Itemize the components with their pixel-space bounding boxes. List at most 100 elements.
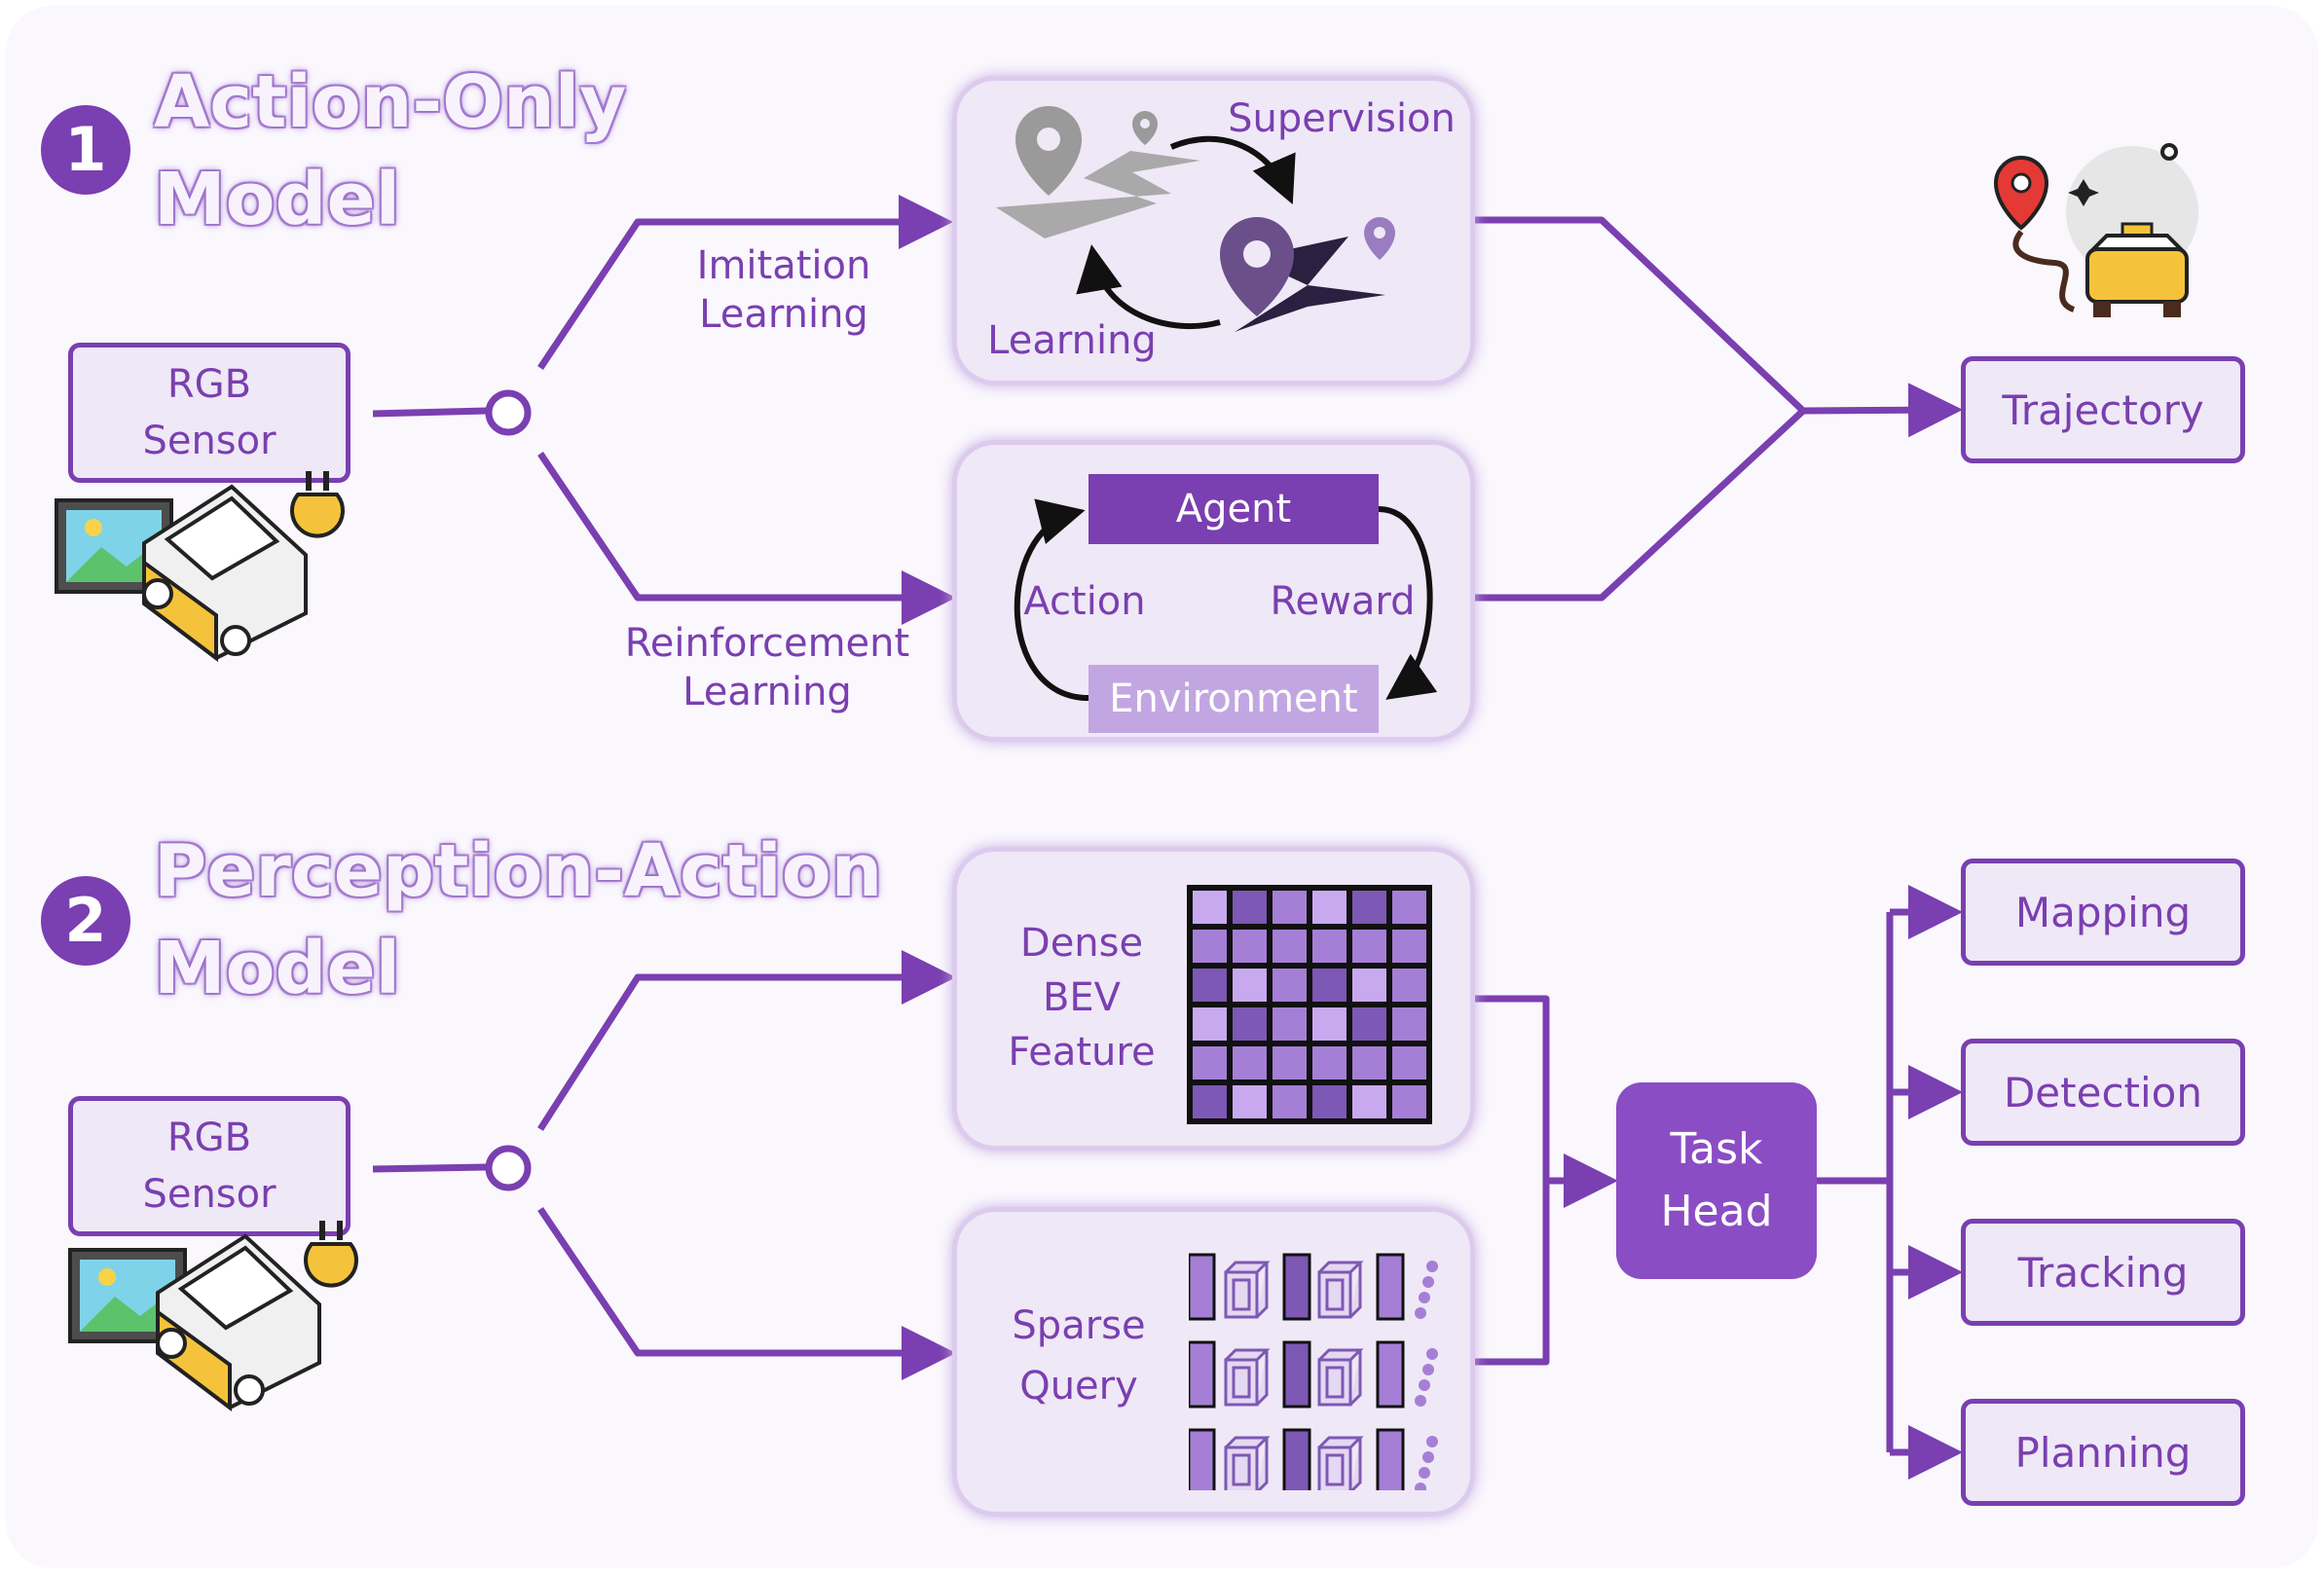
- dense-bev-label: Dense BEV Feature: [984, 916, 1179, 1080]
- rl-line1: Reinforcement: [624, 621, 910, 666]
- query-bar: [1189, 1340, 1216, 1409]
- bev-grid-cell: [1193, 891, 1227, 924]
- query-dot: [1426, 1348, 1438, 1360]
- supervision-label: Supervision: [1228, 96, 1456, 141]
- query-dot: [1415, 1395, 1426, 1407]
- bev-grid-cell: [1312, 1046, 1346, 1080]
- imitation-panel: Supervision Learning: [952, 76, 1475, 385]
- bev-grid-cell: [1392, 891, 1426, 924]
- query-dot: [1422, 1451, 1434, 1463]
- sensor1-line2: Sensor: [142, 419, 277, 463]
- bev-grid-cell: [1273, 1085, 1307, 1118]
- taxi-route-icon: [1993, 143, 2198, 317]
- query-bar: [1376, 1428, 1405, 1490]
- bev-grid-cell: [1392, 930, 1426, 963]
- bev-grid-cell: [1312, 1085, 1346, 1118]
- imitation-branch-line: [537, 195, 953, 370]
- sparse-branch-line: [537, 1207, 956, 1380]
- section2-number-badge: 2: [41, 876, 130, 966]
- task-line2: Head: [1660, 1187, 1773, 1236]
- query-blocks-icon: [1189, 1253, 1438, 1490]
- dense-line2: BEV: [1042, 975, 1122, 1020]
- sparse-query-label: Sparse Query: [986, 1296, 1171, 1416]
- query-bar: [1282, 1253, 1311, 1321]
- bev-grid-cell: [1233, 1046, 1267, 1080]
- bev-grid-cell: [1233, 1085, 1267, 1118]
- query-dot: [1426, 1436, 1438, 1447]
- bev-grid-cell: [1233, 1007, 1267, 1041]
- camera-car-icon-2: [68, 1221, 358, 1411]
- query-cube: [1224, 1348, 1271, 1407]
- section2-title: Perception-Action Model: [154, 824, 882, 1018]
- sparse-line2: Query: [1019, 1364, 1138, 1409]
- bev-grid-cell: [1273, 930, 1307, 963]
- section2-title-line1: Perception-Action: [154, 829, 883, 913]
- sensor2-line1: RGB: [166, 1116, 252, 1160]
- bev-grid-cell: [1233, 930, 1267, 963]
- split-node-2: [485, 1145, 532, 1191]
- task-line1: Task: [1670, 1124, 1763, 1175]
- map-pin-path-icon: [996, 106, 1395, 332]
- section1-title: Action-Only Model: [154, 55, 626, 249]
- bev-grid-cell: [1392, 969, 1426, 1002]
- action-label: Action: [1023, 579, 1146, 624]
- bev-grid-icon: [1187, 885, 1432, 1124]
- bev-grid-cell: [1312, 930, 1346, 963]
- imitation-line1: Imitation: [696, 243, 871, 288]
- query-dot: [1419, 1292, 1430, 1303]
- environment-box: Environment: [1088, 665, 1379, 733]
- section1-title-line1: Action-Only: [154, 60, 627, 144]
- bev-grid-cell: [1352, 1046, 1386, 1080]
- bev-grid-cell: [1193, 1007, 1227, 1041]
- sensor2-to-split-line: [372, 1163, 488, 1173]
- bev-grid-cell: [1273, 969, 1307, 1002]
- query-dot: [1422, 1276, 1434, 1288]
- query-dot: [1419, 1467, 1430, 1479]
- query-cube: [1317, 1348, 1364, 1407]
- sparse-query-panel: Sparse Query: [952, 1207, 1475, 1517]
- query-dot: [1426, 1261, 1438, 1272]
- sensor1-to-split-line: [372, 407, 488, 418]
- trajectory-arrow: [1802, 383, 1963, 438]
- query-dot: [1415, 1482, 1426, 1490]
- imitation-line2: Learning: [699, 292, 868, 337]
- query-cube: [1224, 1436, 1271, 1490]
- bev-grid-cell: [1352, 930, 1386, 963]
- bev-grid-cell: [1312, 891, 1346, 924]
- bev-grid-cell: [1273, 1046, 1307, 1080]
- bev-grid-cell: [1352, 1007, 1386, 1041]
- mapping-output-box: Mapping: [1961, 859, 2245, 966]
- dense-branch-line: [537, 950, 956, 1131]
- bev-grid-cell: [1352, 891, 1386, 924]
- rl-branch-line: [537, 452, 956, 625]
- task-head-box: Task Head: [1616, 1082, 1817, 1279]
- dense-line3: Feature: [1008, 1030, 1156, 1075]
- bev-grid-cell: [1392, 1085, 1426, 1118]
- bev-grid-cell: [1193, 1046, 1227, 1080]
- dense-bev-panel: Dense BEV Feature: [952, 847, 1475, 1151]
- bev-grid-cell: [1312, 969, 1346, 1002]
- sensor2-line2: Sensor: [142, 1172, 277, 1217]
- bev-grid-cell: [1352, 1085, 1386, 1118]
- sensor1-line1: RGB: [166, 362, 252, 407]
- rl-loop-arrows: [1014, 498, 1438, 701]
- dense-line1: Dense: [1019, 921, 1144, 966]
- bev-grid-cell: [1392, 1046, 1426, 1080]
- trajectory-output-box: Trajectory: [1961, 356, 2245, 463]
- bev-grid-cell: [1273, 1007, 1307, 1041]
- query-cube: [1317, 1261, 1364, 1319]
- section1-title-line2: Model: [154, 157, 401, 241]
- query-dot: [1422, 1364, 1434, 1375]
- query-bar: [1282, 1428, 1311, 1490]
- bev-grid-cell: [1352, 969, 1386, 1002]
- bev-grid-cell: [1233, 969, 1267, 1002]
- query-dot: [1415, 1307, 1426, 1319]
- query-dot: [1419, 1379, 1430, 1391]
- detection-output-box: Detection: [1961, 1039, 2245, 1146]
- query-cube: [1224, 1261, 1271, 1319]
- query-bar: [1189, 1253, 1216, 1321]
- rl-line2: Learning: [682, 670, 852, 714]
- query-bar: [1189, 1428, 1216, 1490]
- imitation-learning-label: Imitation Learning: [682, 241, 886, 339]
- bev-grid-cell: [1193, 969, 1227, 1002]
